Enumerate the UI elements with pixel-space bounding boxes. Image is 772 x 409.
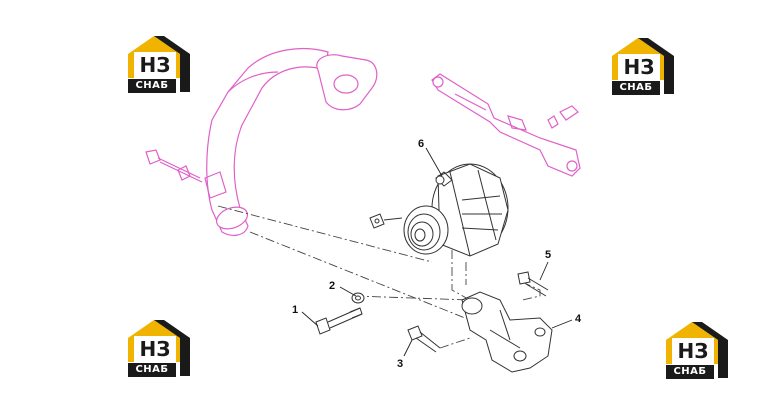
brand-logo-bottom-left: НЗ СНАБ (126, 318, 192, 380)
logo-monogram: НЗ (139, 53, 171, 77)
logo-wordmark: СНАБ (128, 363, 176, 377)
long-bolt (315, 307, 363, 335)
callout-4: 4 (575, 313, 582, 325)
leader-lines (301, 147, 573, 357)
upper-bracket (431, 73, 581, 177)
callout-1: 1 (292, 304, 298, 316)
callout-2: 2 (329, 280, 335, 292)
callout-5: 5 (545, 249, 551, 261)
assembly-centerlines (217, 205, 541, 349)
house-logo-icon (128, 320, 190, 376)
house-logo-icon (612, 38, 674, 94)
house-logo-icon (666, 322, 728, 378)
pipe-assembly (204, 47, 378, 236)
logo-wordmark: СНАБ (612, 81, 660, 95)
short-bolt-lower (407, 325, 441, 353)
brand-logo-bottom-right: НЗ СНАБ (664, 320, 730, 382)
logo-monogram: НЗ (139, 337, 171, 361)
callout-6: 6 (418, 138, 424, 150)
logo-monogram: НЗ (677, 339, 709, 363)
brand-logo-top-right: НЗ СНАБ (610, 36, 676, 98)
house-logo-icon (128, 36, 190, 92)
alternator (369, 163, 509, 257)
logo-monogram: НЗ (623, 55, 655, 79)
mounting-bracket (461, 291, 553, 373)
logo-wordmark: СНАБ (666, 365, 714, 379)
callout-3: 3 (397, 358, 403, 370)
logo-wordmark: СНАБ (128, 79, 176, 93)
pipe-bolt (145, 149, 203, 183)
short-bolt-upper (517, 271, 549, 297)
brand-logo-top-left: НЗ СНАБ (126, 34, 192, 96)
